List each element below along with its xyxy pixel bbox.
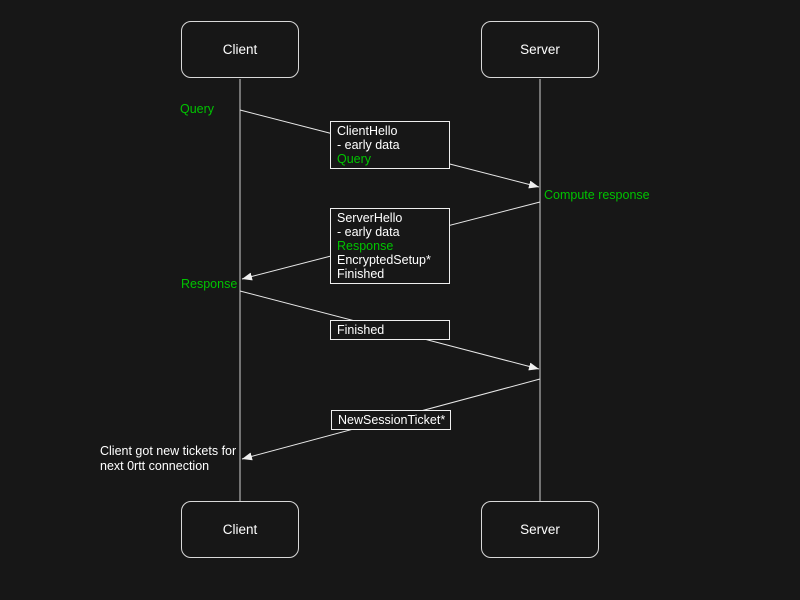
annotation-compute-response: Compute response [544, 188, 650, 202]
actor-label-server-top: Server [520, 42, 560, 57]
actor-box-client-top: Client [181, 21, 299, 78]
actor-box-client-bottom: Client [181, 501, 299, 558]
actor-box-server-bottom: Server [481, 501, 599, 558]
message-line: ClientHello [337, 124, 398, 138]
annotation-query: Query [180, 102, 215, 116]
actor-label-server-bottom: Server [520, 522, 560, 537]
annotation-note: Client got new tickets for next 0rtt con… [100, 444, 236, 474]
message-box-clienthello: ClientHello - early data Query [330, 121, 450, 169]
message-box-finished: Finished [330, 320, 450, 340]
message-box-newsessionticket: NewSessionTicket* [331, 410, 451, 430]
actor-label-client-bottom: Client [222, 522, 258, 537]
message-line: NewSessionTicket* [338, 413, 446, 427]
message-line: ServerHello [337, 211, 403, 225]
message-line: - early data [337, 138, 400, 152]
note-line-2: next 0rtt connection [100, 459, 210, 473]
annotation-response: Response [181, 277, 238, 291]
message-box-serverhello: ServerHello - early data Response Encryp… [330, 208, 450, 284]
message-line: - early data [337, 225, 400, 239]
note-line-1: Client got new tickets for [100, 444, 237, 458]
message-line: EncryptedSetup* [337, 253, 431, 267]
message-line: Finished [337, 323, 385, 337]
message-line: Response [337, 239, 394, 253]
message-line: Finished [337, 267, 385, 281]
message-line: Query [337, 152, 372, 166]
actor-label-client-top: Client [222, 42, 258, 57]
actor-box-server-top: Server [481, 21, 599, 78]
